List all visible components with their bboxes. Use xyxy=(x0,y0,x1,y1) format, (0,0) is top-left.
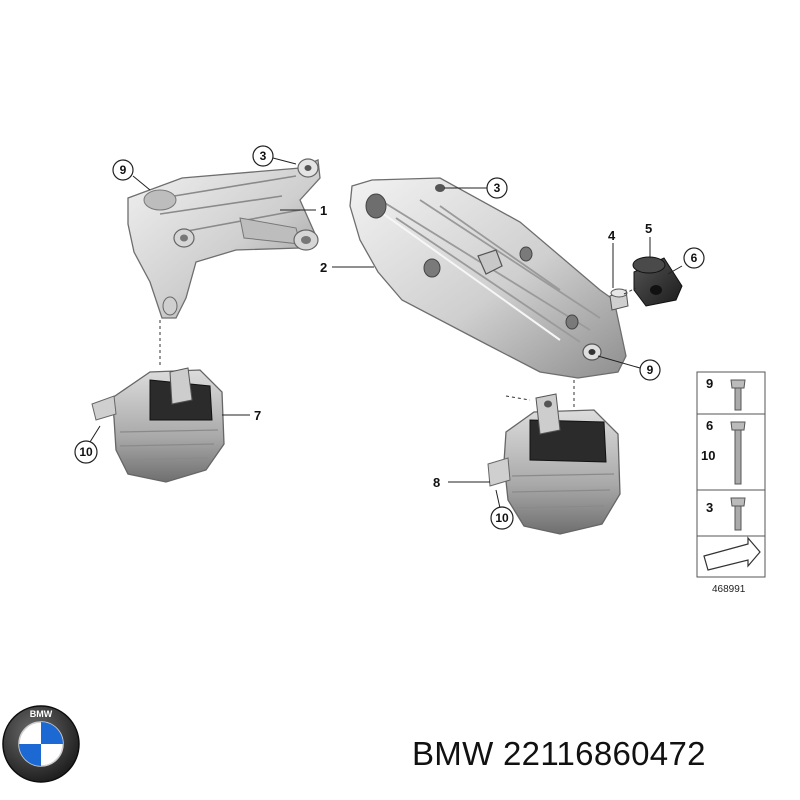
callout-7: 7 xyxy=(254,408,261,423)
legend-label-row2b: 10 xyxy=(701,448,715,463)
engine-support-bracket xyxy=(127,158,321,319)
callout-label: 10 xyxy=(79,445,93,459)
callout-label: 2 xyxy=(320,260,327,275)
callout-label: 7 xyxy=(254,408,261,423)
legend-label-row1: 9 xyxy=(706,376,713,391)
direction-arrow-icon xyxy=(703,536,761,571)
callout-1: 1 xyxy=(320,203,327,218)
callout-3-top: 3 xyxy=(252,145,274,167)
leader-lines xyxy=(89,157,683,509)
spacer xyxy=(609,288,629,311)
callout-10-left: 10 xyxy=(74,440,98,464)
logo-letters: BMW xyxy=(30,709,53,719)
bolt-3-icon xyxy=(730,497,746,531)
callout-label: 8 xyxy=(433,475,440,490)
callout-3-right: 3 xyxy=(486,177,508,199)
bolt-6-icon xyxy=(730,421,746,485)
engine-mount-right xyxy=(487,393,621,535)
fastener-legend: 9 6 10 3 468991 xyxy=(696,371,766,595)
reference-number: 468991 xyxy=(712,584,746,595)
gearbox-bracket xyxy=(349,177,627,379)
assembly-lines xyxy=(159,287,637,410)
callout-9-top: 9 xyxy=(112,159,134,181)
callout-10-right: 10 xyxy=(490,506,514,530)
part-number-title: BMW 22116860472 xyxy=(412,735,706,772)
callout-5: 5 xyxy=(645,221,652,236)
callout-label: 5 xyxy=(645,221,652,236)
callout-label: 10 xyxy=(495,511,509,525)
legend-label-row2a: 6 xyxy=(706,418,713,433)
callout-label: 4 xyxy=(608,228,616,243)
callout-label: 9 xyxy=(120,163,127,177)
bmw-logo: BMW xyxy=(2,705,80,783)
callout-4: 4 xyxy=(608,228,616,243)
callout-label: 6 xyxy=(691,251,698,265)
callout-8: 8 xyxy=(433,475,440,490)
callout-9-bracket: 9 xyxy=(639,359,661,381)
callout-label: 1 xyxy=(320,203,327,218)
bolt-9-icon xyxy=(730,379,746,411)
callout-label: 9 xyxy=(647,363,654,377)
callout-label: 3 xyxy=(494,181,501,195)
callout-6: 6 xyxy=(683,247,705,269)
callout-2: 2 xyxy=(320,260,327,275)
callout-label: 3 xyxy=(260,149,267,163)
rubber-buffer xyxy=(632,256,683,307)
legend-label-row3: 3 xyxy=(706,500,713,515)
engine-mount-left xyxy=(91,367,225,483)
